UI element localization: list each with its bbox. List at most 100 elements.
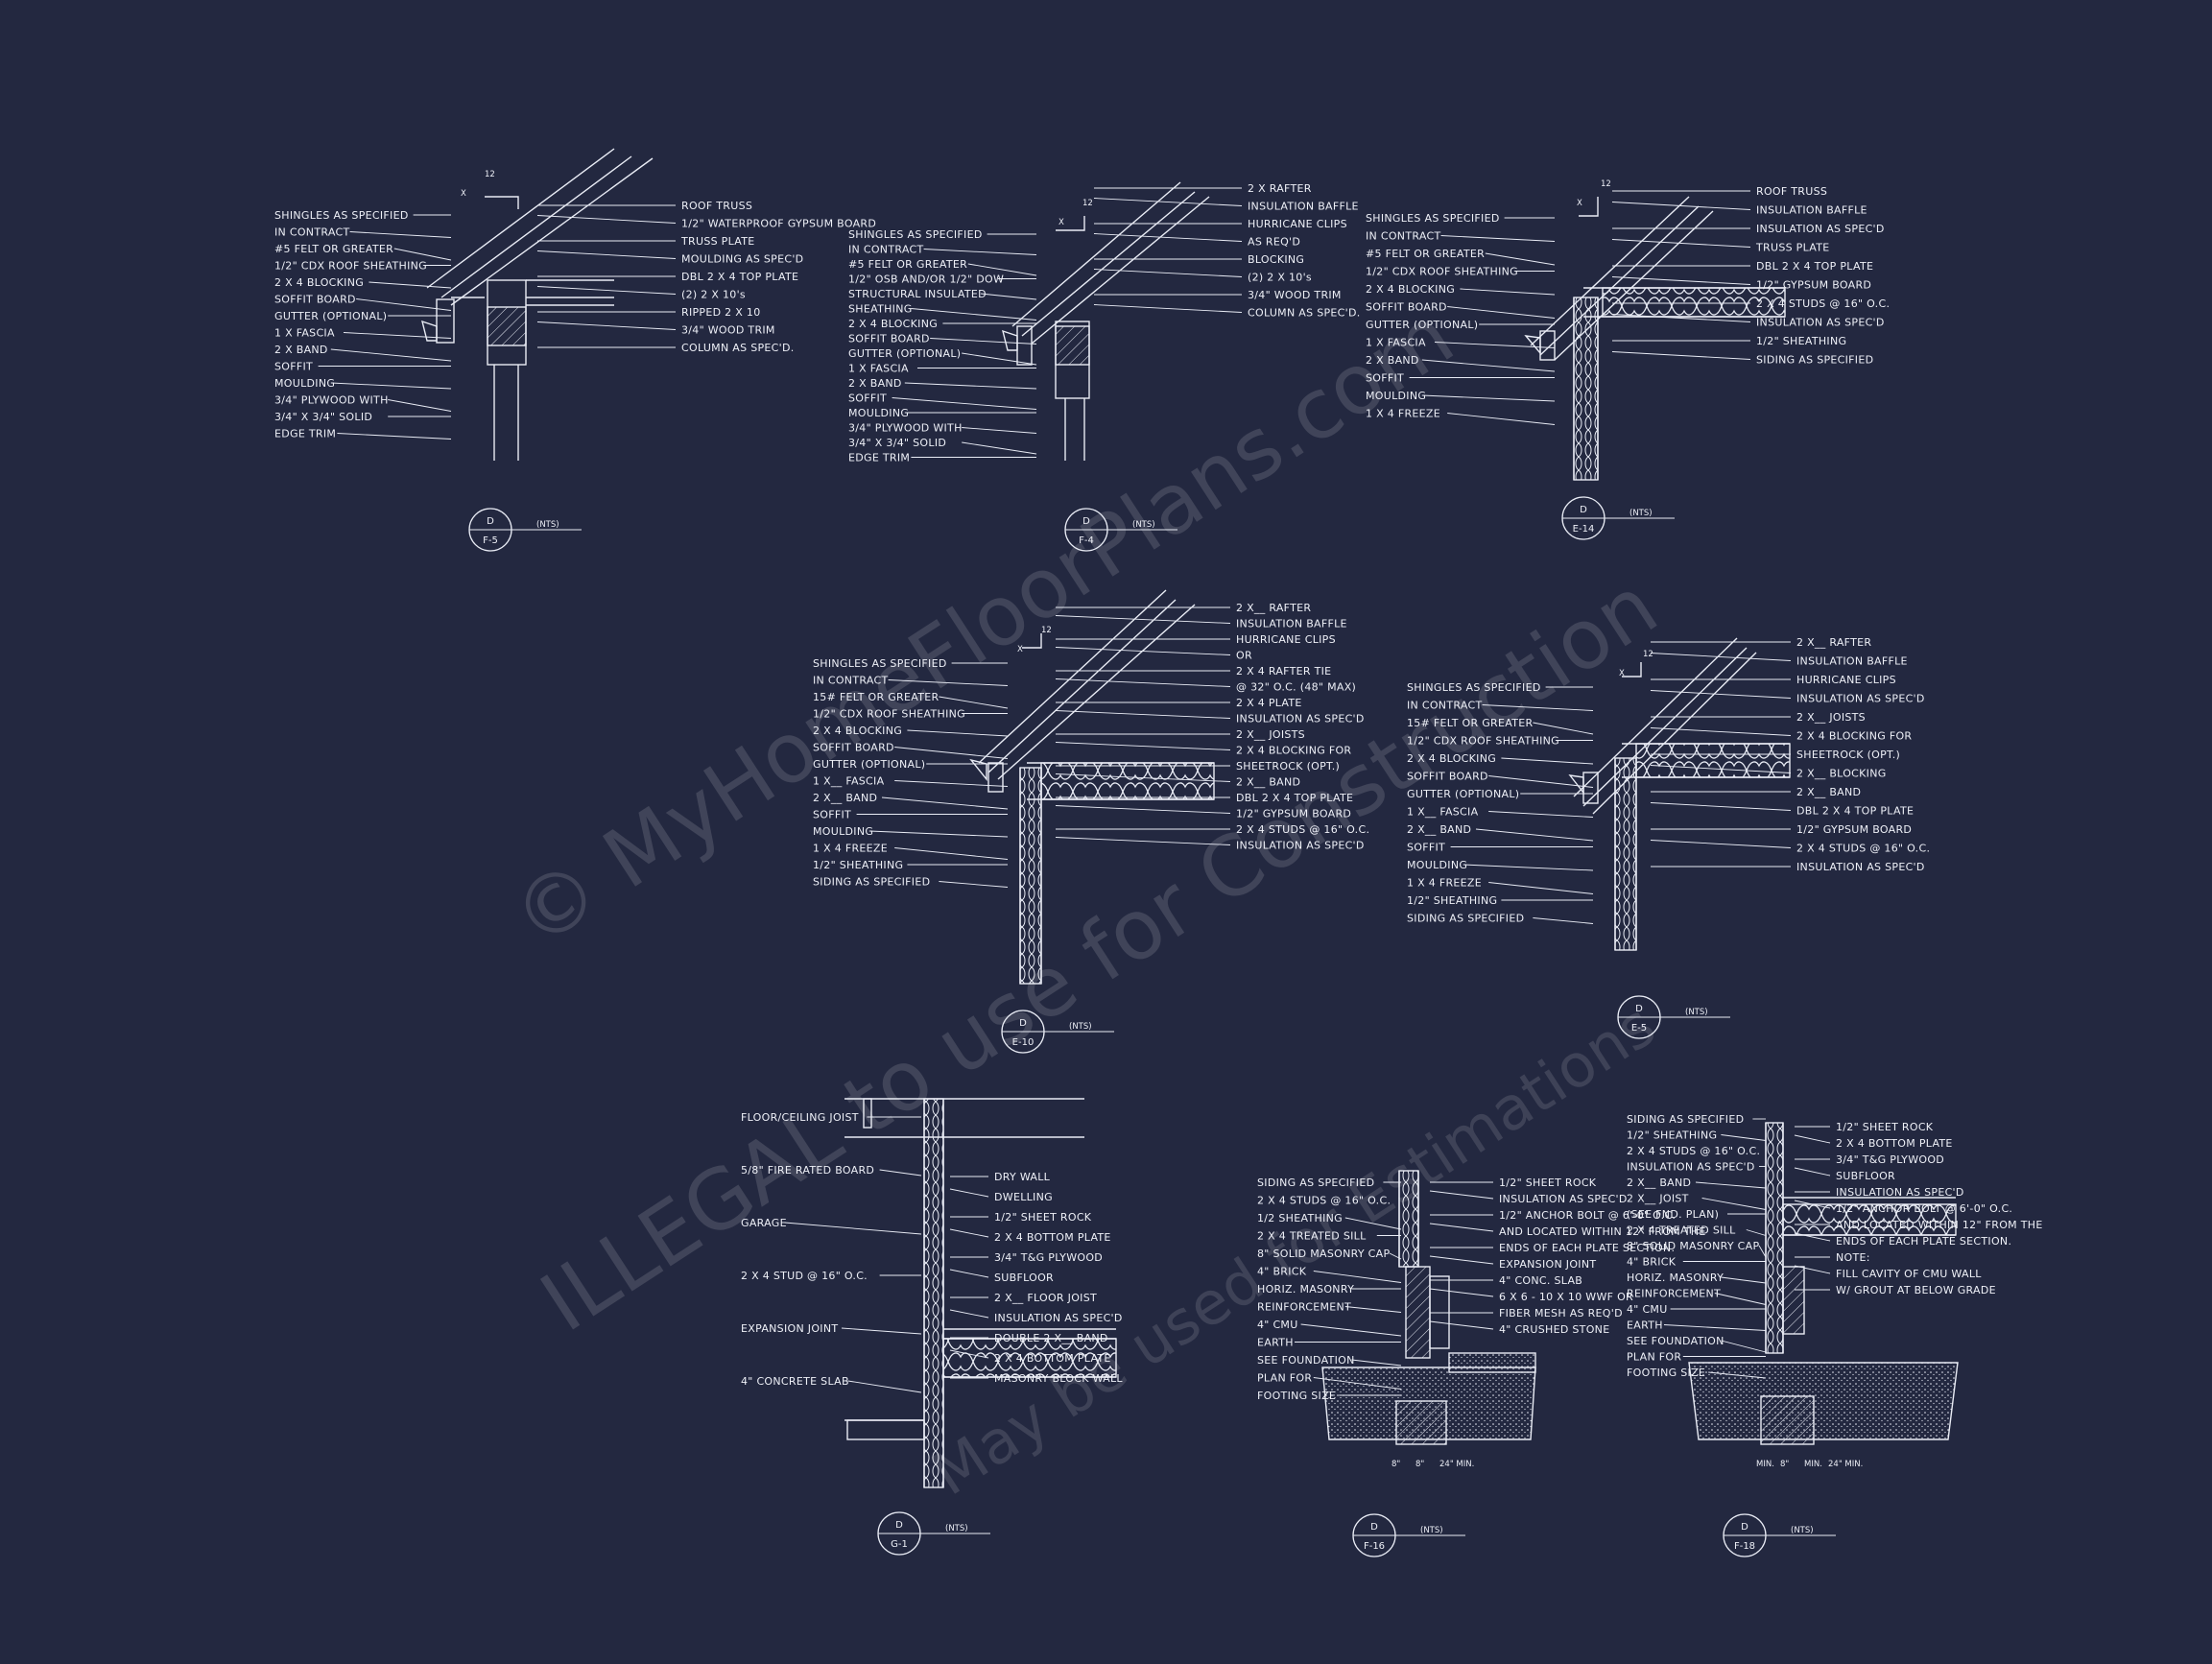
left-label: SHINGLES AS SPECIFIED: [848, 228, 983, 241]
roof-slope: 12: [1082, 199, 1093, 208]
left-label: 1/2" OSB AND/OR 1/2" DOW: [848, 273, 1004, 286]
right-label: 2 X 4 STUDS @ 16" O.C.: [1236, 823, 1369, 836]
right-label: INSULATION AS SPEC'D: [1499, 1193, 1628, 1205]
leader-line: [536, 215, 677, 224]
leader-line: [1463, 864, 1594, 871]
roof-slope-x: X: [1577, 199, 1582, 208]
right-label: INSULATION AS SPEC'D: [1796, 693, 1925, 705]
left-label: SHINGLES AS SPECIFIED: [274, 209, 409, 222]
leader-line: [1475, 828, 1594, 842]
left-label: 1 X__ FASCIA: [1407, 806, 1479, 819]
left-label: SEE FOUNDATION: [1627, 1335, 1724, 1347]
right-label: DBL 2 X 4 TOP PLATE: [1236, 792, 1353, 804]
left-label: 15# FELT OR GREATER: [813, 691, 939, 703]
leader-line: [1708, 1371, 1767, 1379]
left-label: MOULDING: [848, 407, 909, 419]
right-label: SIDING AS SPECIFIED: [1756, 354, 1873, 367]
leader-line: [1300, 1323, 1402, 1337]
leader-line: [1695, 1181, 1767, 1189]
leader-line: [847, 1380, 922, 1393]
leader-line: [1055, 647, 1231, 655]
left-label: SOFFIT BOARD: [1366, 301, 1447, 314]
right-label: 2 X RAFTER: [1248, 182, 1312, 195]
left-label: 1 X 4 FREEZE: [1407, 877, 1482, 890]
leader-line: [1429, 1255, 1494, 1265]
left-label: 1/2 SHEATHING: [1257, 1212, 1343, 1224]
left-label: INSULATION AS SPEC'D: [1627, 1161, 1755, 1174]
right-label: 3/4" T&G PLYWOOD: [994, 1251, 1103, 1264]
leader-line: [1533, 722, 1594, 735]
detail-tag-top: D: [1580, 505, 1587, 515]
detail-scale: (NTS): [1685, 1008, 1708, 1017]
roof-slope: 12: [1041, 626, 1052, 635]
leader-line: [930, 338, 1037, 345]
right-label: 1/2" ANCHOR BOLT @ 6'-0" O.C.: [1499, 1209, 1676, 1222]
detail-tag-top: D: [487, 516, 494, 527]
right-label: SUBFLOOR: [1836, 1170, 1895, 1182]
left-label: 2 X 4 BLOCKING: [848, 318, 938, 330]
leader-line: [939, 881, 1009, 888]
leader-line: [1421, 359, 1556, 372]
right-label: 4" CRUSHED STONE: [1499, 1323, 1609, 1336]
dimension-label: MIN.: [1756, 1460, 1774, 1469]
leader-line: [1429, 1320, 1494, 1330]
leader-line: [536, 286, 677, 295]
leader-line: [1055, 742, 1231, 750]
leader-line: [1794, 1265, 1831, 1274]
left-label: (SEE FND. PLAN): [1627, 1208, 1719, 1221]
leader-line: [1434, 342, 1556, 348]
left-label: SIDING AS SPECIFIED: [1257, 1177, 1374, 1189]
left-label: SHINGLES AS SPECIFIED: [1366, 212, 1500, 225]
left-label: 1/2" CDX ROOF SHEATHING: [274, 260, 427, 273]
detail-tag-bottom: F-5: [483, 535, 498, 546]
left-label: 1 X FASCIA: [1366, 337, 1426, 349]
left-label: SOFFIT: [1366, 372, 1404, 385]
left-label: SOFFIT: [848, 392, 887, 405]
leader-line: [1611, 351, 1751, 360]
leader-line: [894, 780, 1009, 787]
right-label: DBL 2 X 4 TOP PLATE: [1796, 805, 1914, 818]
right-label: 1/2" SHEATHING: [1756, 335, 1846, 347]
left-label: 1/2" SHEATHING: [1407, 894, 1497, 907]
left-label: 4" CMU: [1257, 1319, 1298, 1331]
leader-line: [1485, 252, 1556, 266]
right-label: DWELLING: [994, 1191, 1053, 1203]
right-label: 2 X__ BLOCKING: [1796, 768, 1887, 780]
leader-line: [1488, 882, 1594, 894]
leader-line: [1429, 1223, 1494, 1232]
detail-tag-bottom: E-5: [1631, 1023, 1647, 1034]
right-label: 2 X__ BAND: [1796, 786, 1861, 798]
left-label: 1 X FASCIA: [848, 363, 909, 375]
leader-line: [892, 397, 1037, 410]
left-label: FLOOR/CEILING JOIST: [741, 1111, 859, 1124]
right-label: OR: [1236, 650, 1252, 662]
left-label: 2 X 4 TREATED SILL: [1257, 1230, 1367, 1243]
roof-slope: 12: [485, 170, 495, 179]
left-label: HORIZ. MASONRY: [1257, 1283, 1354, 1296]
detail-scale: (NTS): [1069, 1022, 1092, 1032]
dimension-label: 8": [1391, 1460, 1400, 1469]
left-label: 2 X BAND: [1366, 354, 1419, 367]
leader-line: [949, 1269, 989, 1278]
leader-line: [1794, 1167, 1831, 1177]
right-label: SHEETROCK (OPT.): [1796, 749, 1900, 761]
detail-tag-top: D: [1019, 1018, 1027, 1029]
left-label: SHINGLES AS SPECIFIED: [1407, 681, 1541, 694]
left-label: 4" CONCRETE SLAB: [741, 1375, 849, 1388]
leader-line: [1663, 1324, 1767, 1331]
right-label: FILL CAVITY OF CMU WALL: [1836, 1268, 1982, 1280]
left-label: 2 X__ BAND: [813, 792, 877, 804]
left-label: 2 X 4 BLOCKING: [274, 276, 364, 289]
left-label: GUTTER (OPTIONAL): [848, 347, 961, 360]
leader-line: [868, 830, 1009, 838]
detail-tag-bottom: G-1: [891, 1539, 908, 1550]
leader-line: [1650, 690, 1792, 699]
leader-line: [962, 352, 1037, 366]
detail-g1: [844, 1098, 1117, 1488]
detail-tag-bottom: E-14: [1573, 524, 1595, 535]
detail-tag-top: D: [1635, 1004, 1643, 1014]
